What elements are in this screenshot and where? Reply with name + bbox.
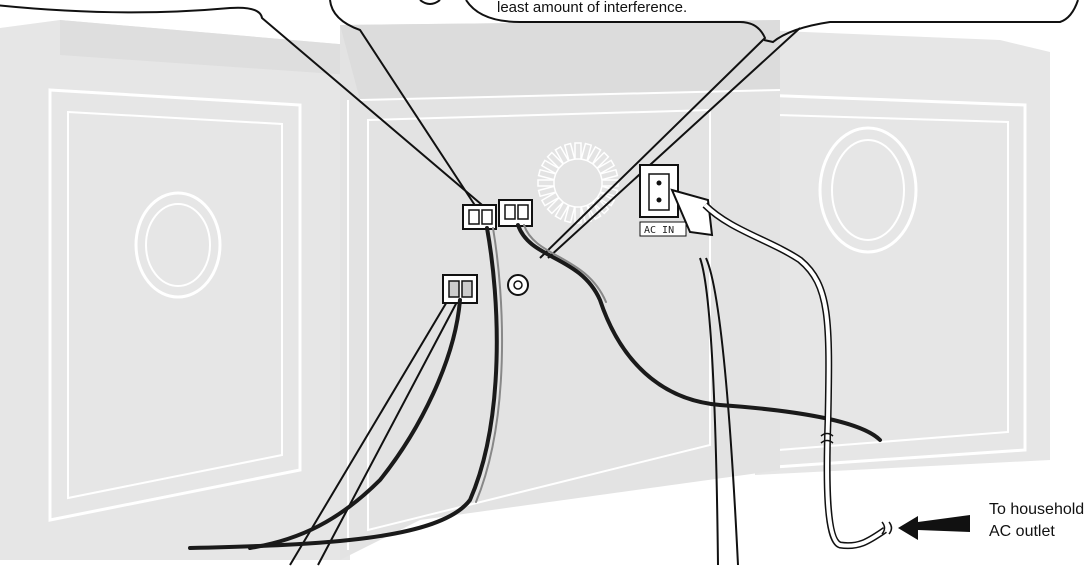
outlet-label-line2: AC outlet	[989, 521, 1084, 543]
right-speaker	[755, 30, 1050, 475]
outlet-label-line1: To household	[989, 499, 1084, 521]
speaker-terminal-right	[499, 200, 532, 226]
left-speaker	[0, 20, 350, 560]
coaxial-jack	[508, 275, 528, 295]
ac-in-label: AC IN	[644, 225, 674, 236]
callout-note: least amount of interference.	[497, 0, 687, 16]
speaker-terminal-left	[463, 205, 496, 229]
outlet-label: To household AC outlet	[989, 499, 1084, 543]
outlet-arrow	[898, 515, 970, 540]
